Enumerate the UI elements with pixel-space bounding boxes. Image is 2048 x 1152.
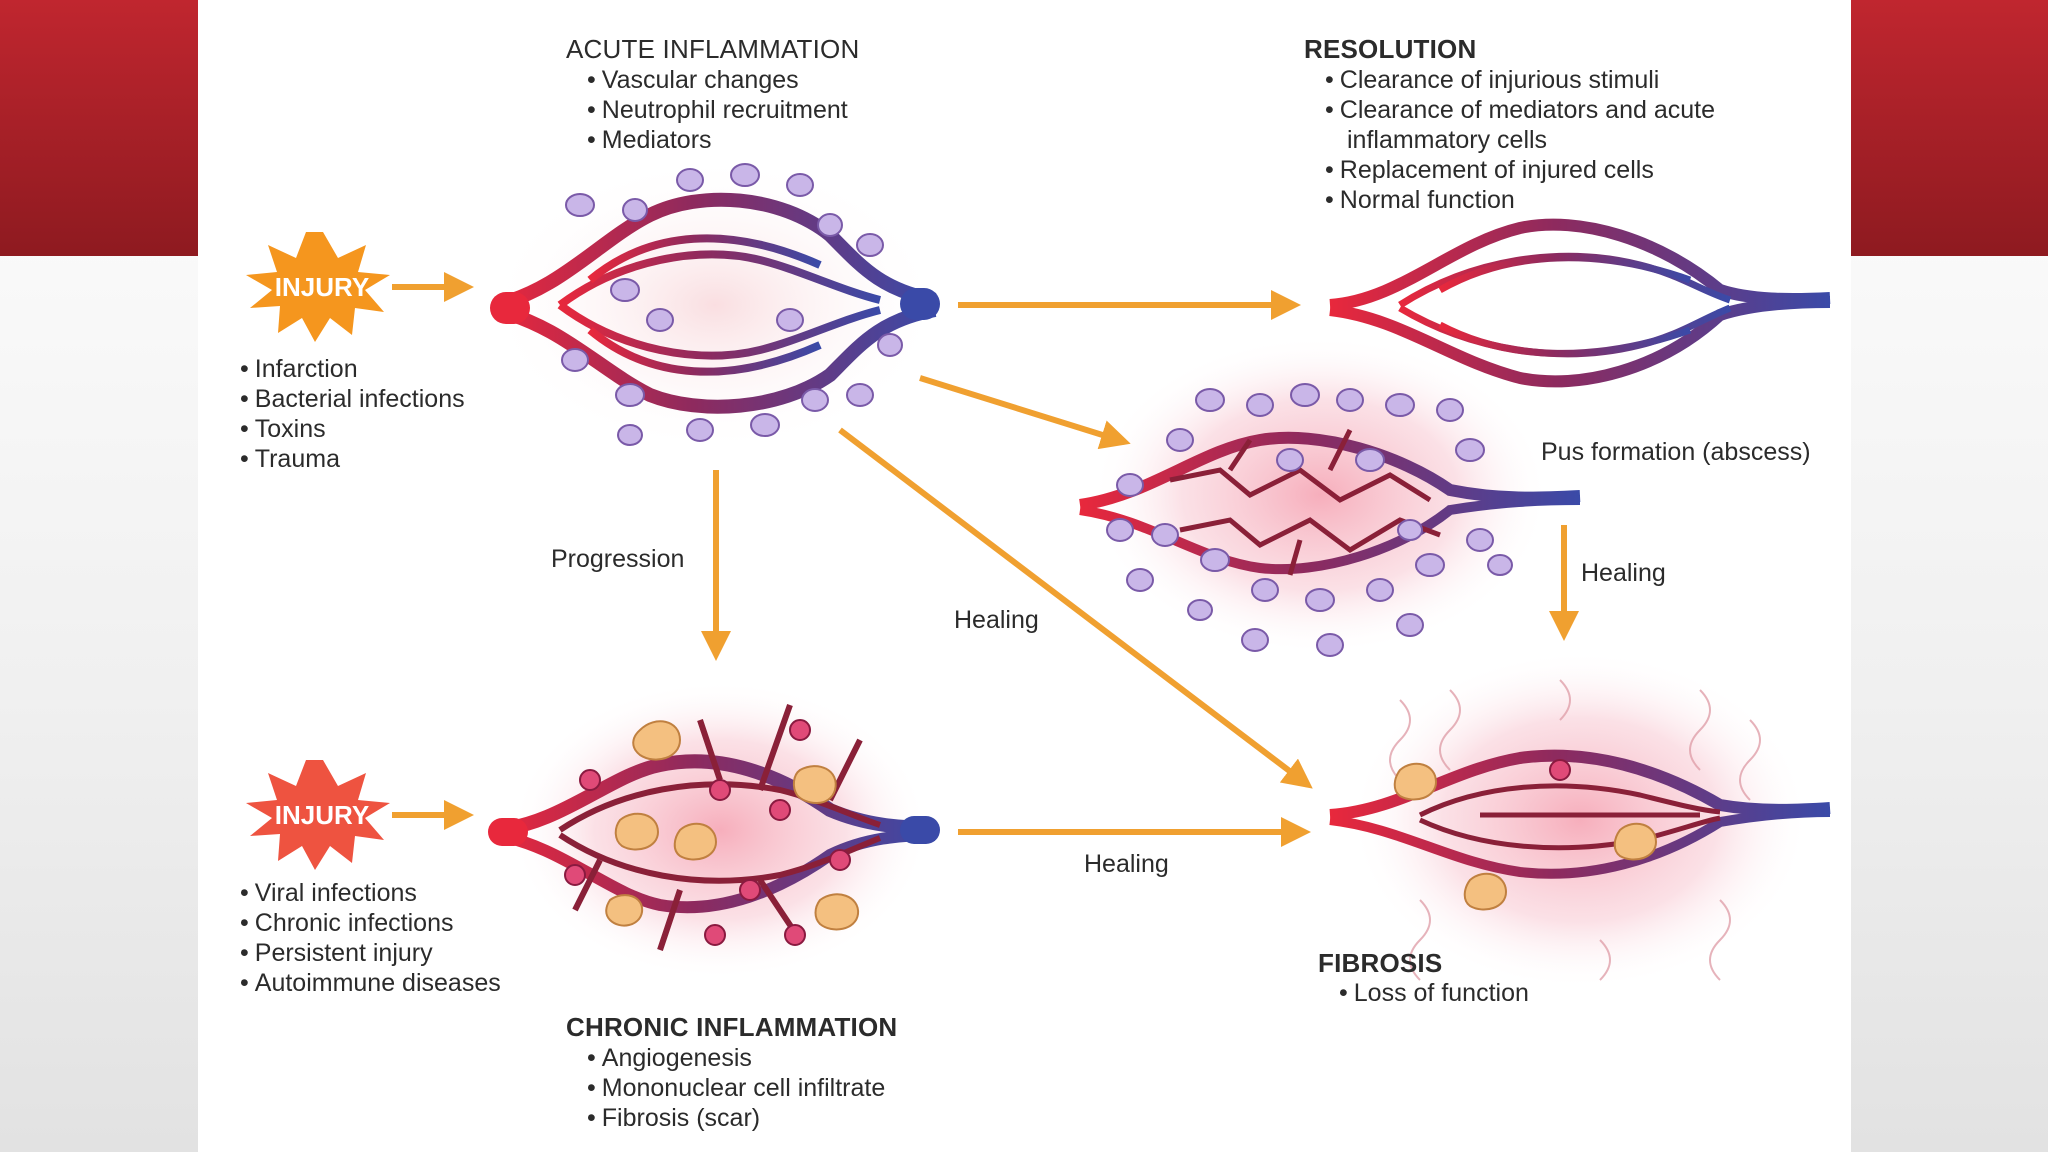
abscess-illustration xyxy=(1079,335,1581,657)
resolution-item-continued: inflammatory cells xyxy=(1325,125,1715,155)
cause-item: Infarction xyxy=(240,354,465,384)
fibrosis-item: Loss of function xyxy=(1339,978,1529,1008)
acute-item: Mediators xyxy=(587,125,848,155)
injury-top-label: INJURY xyxy=(275,272,369,302)
resolution-item-continued-text: inflammatory cells xyxy=(1347,126,1548,154)
healing-right-label: Healing xyxy=(1581,559,1666,587)
cause-item: Bacterial infections xyxy=(240,384,465,414)
abscess-label: Pus formation (abscess) xyxy=(1541,438,1811,466)
resolution-item: Clearance of injurious stimuli xyxy=(1325,65,1715,95)
arrow-acute-to-abscess xyxy=(919,375,1131,450)
resolution-item: Clearance of mediators and acute xyxy=(1325,95,1715,125)
chronic-vessel-illustration xyxy=(488,680,940,980)
healing-diagonal-label: Healing xyxy=(954,606,1039,634)
injury-bottom-label: INJURY xyxy=(275,800,369,830)
arrow-acute-to-fibrosis xyxy=(838,427,1313,789)
resolution-item: Replacement of injured cells xyxy=(1325,155,1715,185)
cause-item: Autoimmune diseases xyxy=(240,968,501,998)
fibrosis-list: Loss of function xyxy=(1339,978,1529,1008)
chronic-title: CHRONIC INFLAMMATION xyxy=(566,1012,898,1042)
fibrosis-illustration xyxy=(1329,650,1831,990)
cause-item: Viral infections xyxy=(240,878,501,908)
acute-item: Neutrophil recruitment xyxy=(587,95,848,125)
cause-item: Persistent injury xyxy=(240,938,501,968)
chronic-item: Mononuclear cell infiltrate xyxy=(587,1073,885,1103)
injury-burst-top: INJURY xyxy=(246,232,390,342)
injury-top-causes: Infarction Bacterial infections Toxins T… xyxy=(240,354,465,474)
resolution-item: Normal function xyxy=(1325,185,1715,215)
injury-bottom-causes: Viral infections Chronic infections Pers… xyxy=(240,878,501,998)
healing-bottom-label: Healing xyxy=(1084,850,1169,878)
injury-burst-bottom: INJURY xyxy=(246,760,390,870)
cause-item: Chronic infections xyxy=(240,908,501,938)
acute-list: Vascular changes Neutrophil recruitment … xyxy=(587,65,848,155)
resolution-title: RESOLUTION xyxy=(1304,34,1477,64)
chronic-list: Angiogenesis Mononuclear cell infiltrate… xyxy=(587,1043,885,1133)
cause-item: Toxins xyxy=(240,414,465,444)
acute-vessel-illustration xyxy=(485,155,945,455)
resolution-list: Clearance of injurious stimuli Clearance… xyxy=(1325,65,1715,215)
right-accent-band xyxy=(1851,0,2048,256)
left-accent-band xyxy=(0,0,198,256)
cause-item: Trauma xyxy=(240,444,465,474)
progression-label: Progression xyxy=(551,545,685,573)
acute-title: ACUTE INFLAMMATION xyxy=(566,34,860,64)
resolution-vessel-illustration xyxy=(1329,218,1831,388)
flow-arrows xyxy=(392,272,1579,847)
chronic-item: Fibrosis (scar) xyxy=(587,1103,885,1133)
acute-item: Vascular changes xyxy=(587,65,848,95)
fibrosis-title: FIBROSIS xyxy=(1318,948,1443,978)
chronic-item: Angiogenesis xyxy=(587,1043,885,1073)
